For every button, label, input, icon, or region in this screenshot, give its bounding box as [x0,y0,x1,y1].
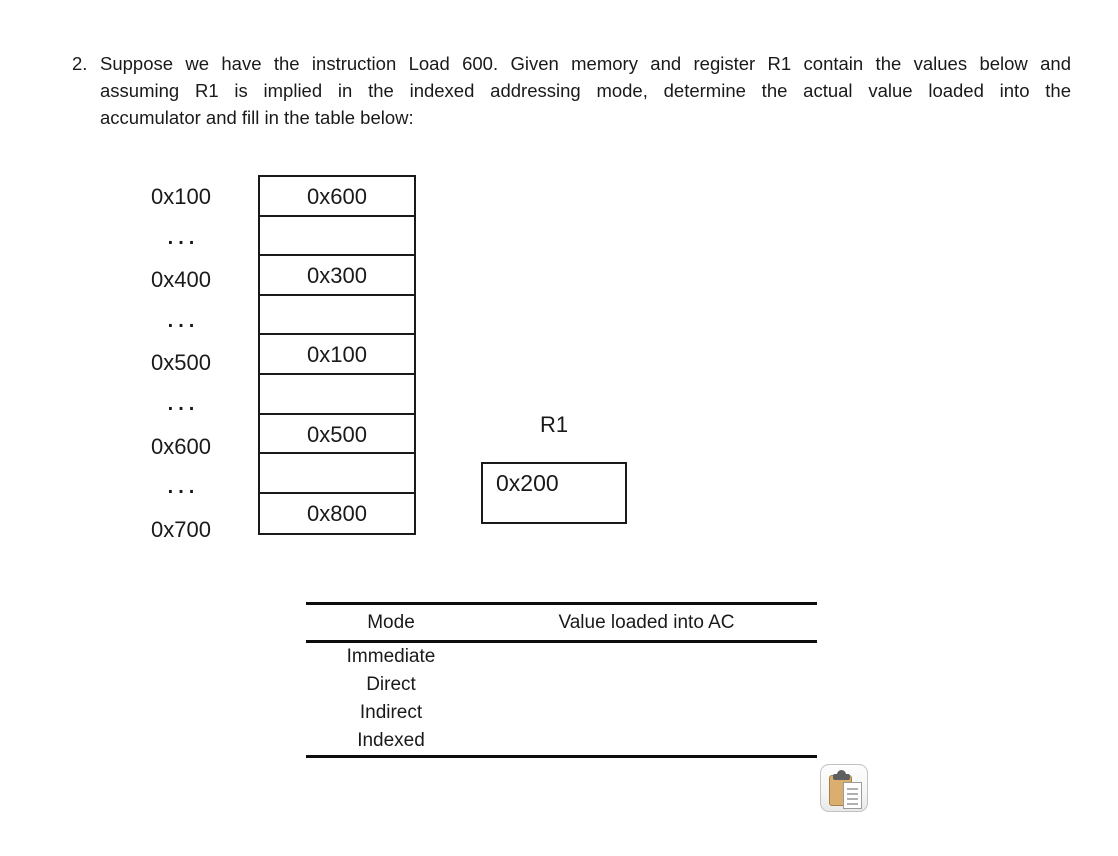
memory-cell [260,374,414,415]
register-r1-value: 0x200 [496,470,559,496]
question-line: assuming R1 is implied in the indexed ad… [100,80,1071,101]
table-row: Direct [306,671,817,699]
memory-address-ellipsis: ... [167,309,200,332]
memory-address-label: 0x400 [151,267,211,293]
memory-address-ellipsis: ... [167,392,200,415]
question-line: accumulator and fill in the table below: [100,107,414,128]
memory-address-label: 0x600 [151,433,211,459]
question-line: Suppose we have the instruction Load 600… [100,53,1071,74]
memory-cell: 0x800 [260,493,414,534]
table-mode-cell: Immediate [346,646,436,667]
register-r1-label: R1 [539,412,569,437]
memory-address-label: 0x500 [151,350,211,376]
question-number: 2. [72,53,88,74]
memory-cells-column: 0x600 0x300 0x100 0x500 0x800 [258,175,416,536]
table-header-row: Mode Value loaded into AC [306,605,817,640]
table-mode-cell: Direct [366,674,416,695]
memory-cell [260,216,414,257]
table-mode-cell: Indirect [359,702,423,723]
memory-address-label: 0x700 [151,516,211,542]
table-row: Indexed [306,727,817,755]
memory-address-ellipsis: ... [167,476,200,499]
memory-cell: 0x500 [260,414,414,455]
table-header-mode: Mode [367,611,415,633]
memory-cell: 0x300 [260,256,414,296]
memory-cell: 0x100 [260,335,414,375]
clipboard-clip-icon [837,770,846,776]
table-rule-top [306,602,817,605]
memory-cell [260,454,414,494]
table-row: Indirect [306,699,817,727]
table-rule-header [306,640,817,643]
memory-cell [260,295,414,336]
memory-address-column: 0x100 ... 0x400 ... 0x500 ... 0x600 ... … [130,176,232,550]
table-mode-cell: Indexed [357,730,425,751]
table-rule-bottom [306,755,817,758]
table-row: Immediate [306,643,817,671]
page-line-icon [847,793,858,795]
memory-address-label: 0x100 [151,184,211,209]
memory-cell: 0x600 [260,177,414,217]
page-line-icon [847,798,858,800]
paste-options-button[interactable] [820,764,868,812]
answer-table: Mode Value loaded into AC Immediate Dire… [306,602,817,758]
table-header-value-loaded: Value loaded into AC [558,611,735,633]
page-line-icon [847,803,858,805]
clipboard-clip-bar-icon [833,774,850,780]
memory-address-ellipsis: ... [167,226,200,249]
clipboard-page-icon [843,782,862,809]
register-r1-box: 0x200 [481,462,627,524]
question-text: Suppose we have the instruction Load 600… [100,50,1071,131]
page-line-icon [847,788,858,790]
